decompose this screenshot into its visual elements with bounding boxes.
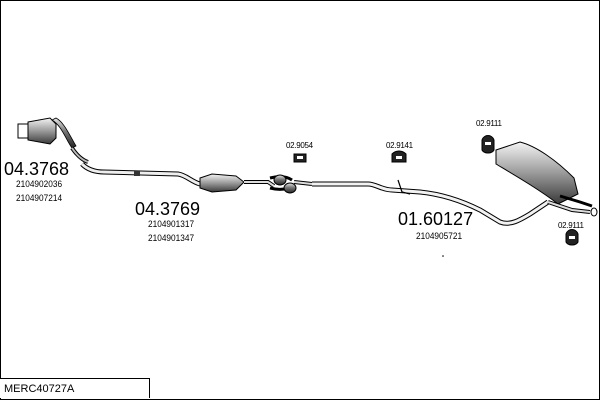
rubber-mount-02-9141 <box>391 150 407 163</box>
rubber-mount-02-9054 <box>293 153 307 163</box>
oem-number: 2104901347 <box>148 233 195 243</box>
part-number-04-3768: 04.3768 <box>4 159 70 179</box>
rubber-mount-02-9111-top <box>481 135 495 154</box>
mount-label-02-9054: 02.9054 <box>286 141 313 150</box>
mount-label-02-9141: 02.9141 <box>386 141 413 150</box>
oem-number: 2104907214 <box>16 193 63 203</box>
part-number-01-60127: 01.60127 <box>398 209 474 229</box>
part-number-04-3769: 04.3769 <box>135 199 201 219</box>
oem-number: 2104905721 <box>416 231 463 241</box>
reference-box: MERC40727A <box>0 378 150 398</box>
mount-label-02-9111-top: 02.9111 <box>476 119 502 128</box>
reference-code: MERC40727A <box>4 383 75 395</box>
front-pipe <box>80 162 313 194</box>
mount-label-02-9111-bottom: 02.9111 <box>558 221 584 230</box>
rear-muffler-section <box>312 141 598 226</box>
front-catalytic-converter <box>17 117 89 164</box>
oem-number: 2104902036 <box>16 179 63 189</box>
oem-number: 2104901317 <box>148 219 195 229</box>
rubber-mount-02-9111-bottom <box>565 229 579 246</box>
